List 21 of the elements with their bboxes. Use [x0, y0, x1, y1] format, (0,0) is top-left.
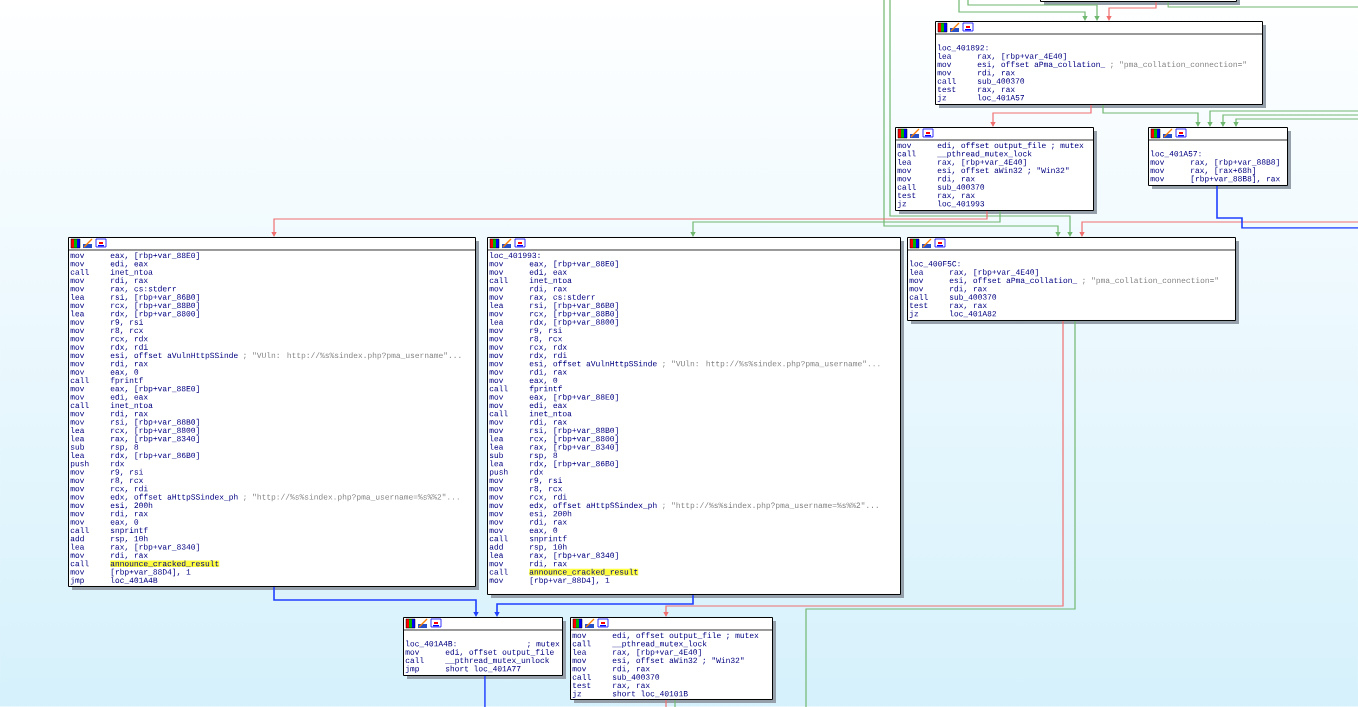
code-block: [486, 237, 904, 598]
arrow: [1106, 1, 1157, 21]
code-block: [906, 237, 1239, 324]
arrow: [273, 586, 479, 617]
code-block: [402, 617, 566, 679]
arrow: [1207, 110, 1358, 127]
code-block: [934, 21, 1266, 108]
code-block: [569, 617, 776, 703]
arrow: [1102, 104, 1201, 127]
arrow: [1079, 221, 1358, 237]
code-block: [1147, 127, 1291, 189]
arrow: [990, 104, 1092, 127]
arrow: [690, 210, 1001, 237]
arrow: [494, 594, 694, 617]
arrow: [1233, 118, 1358, 127]
arrow: [271, 210, 988, 237]
code-block: [1040, 0, 1240, 5]
arrow: [1220, 114, 1358, 127]
code-block: [67, 237, 479, 590]
arrow: [663, 320, 1064, 617]
code-block: [894, 127, 1097, 214]
